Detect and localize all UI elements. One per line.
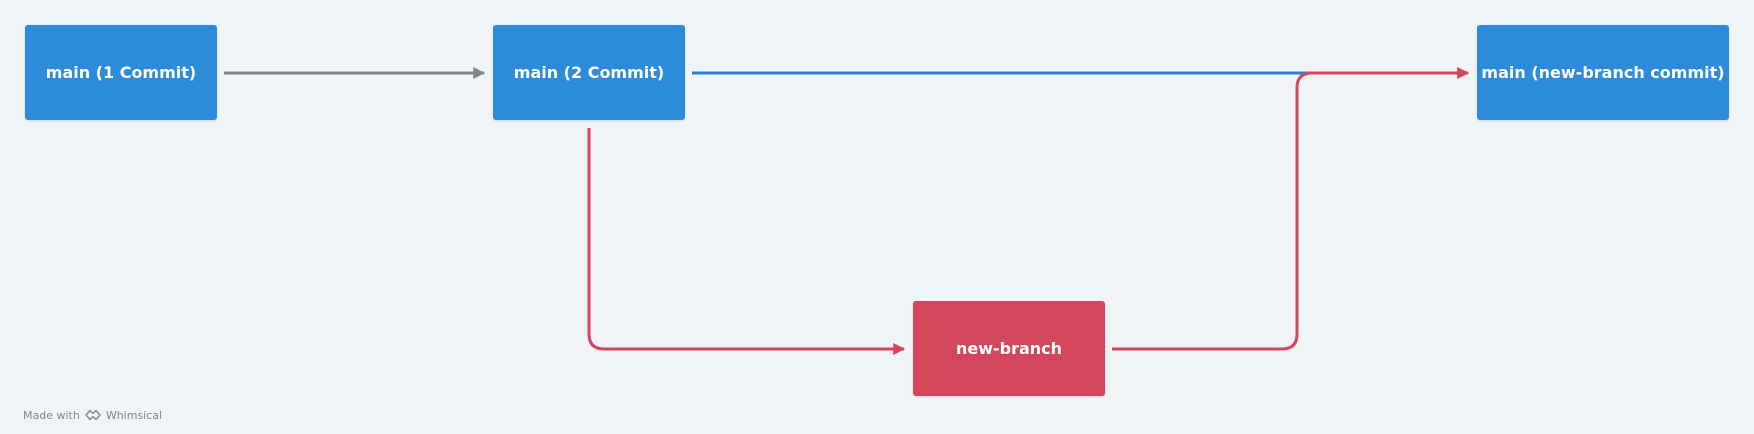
connector-new-branch-to-main-merge[interactable] <box>1112 67 1470 351</box>
connector-main2-to-new-branch[interactable] <box>587 128 906 355</box>
whimsical-logo-icon <box>85 409 101 421</box>
made-with-footer[interactable]: Made with Whimsical <box>23 407 162 423</box>
node-new-branch[interactable]: new-branch <box>913 301 1105 396</box>
node-main-2-commit[interactable]: main (2 Commit) <box>493 25 685 120</box>
made-with-text: Made with <box>23 408 80 422</box>
node-main-new-branch-commit[interactable]: main (new-branch commit) <box>1477 25 1729 120</box>
whimsical-brand-text: Whimsical <box>105 408 163 422</box>
node-main-1-commit[interactable]: main (1 Commit) <box>25 25 217 120</box>
